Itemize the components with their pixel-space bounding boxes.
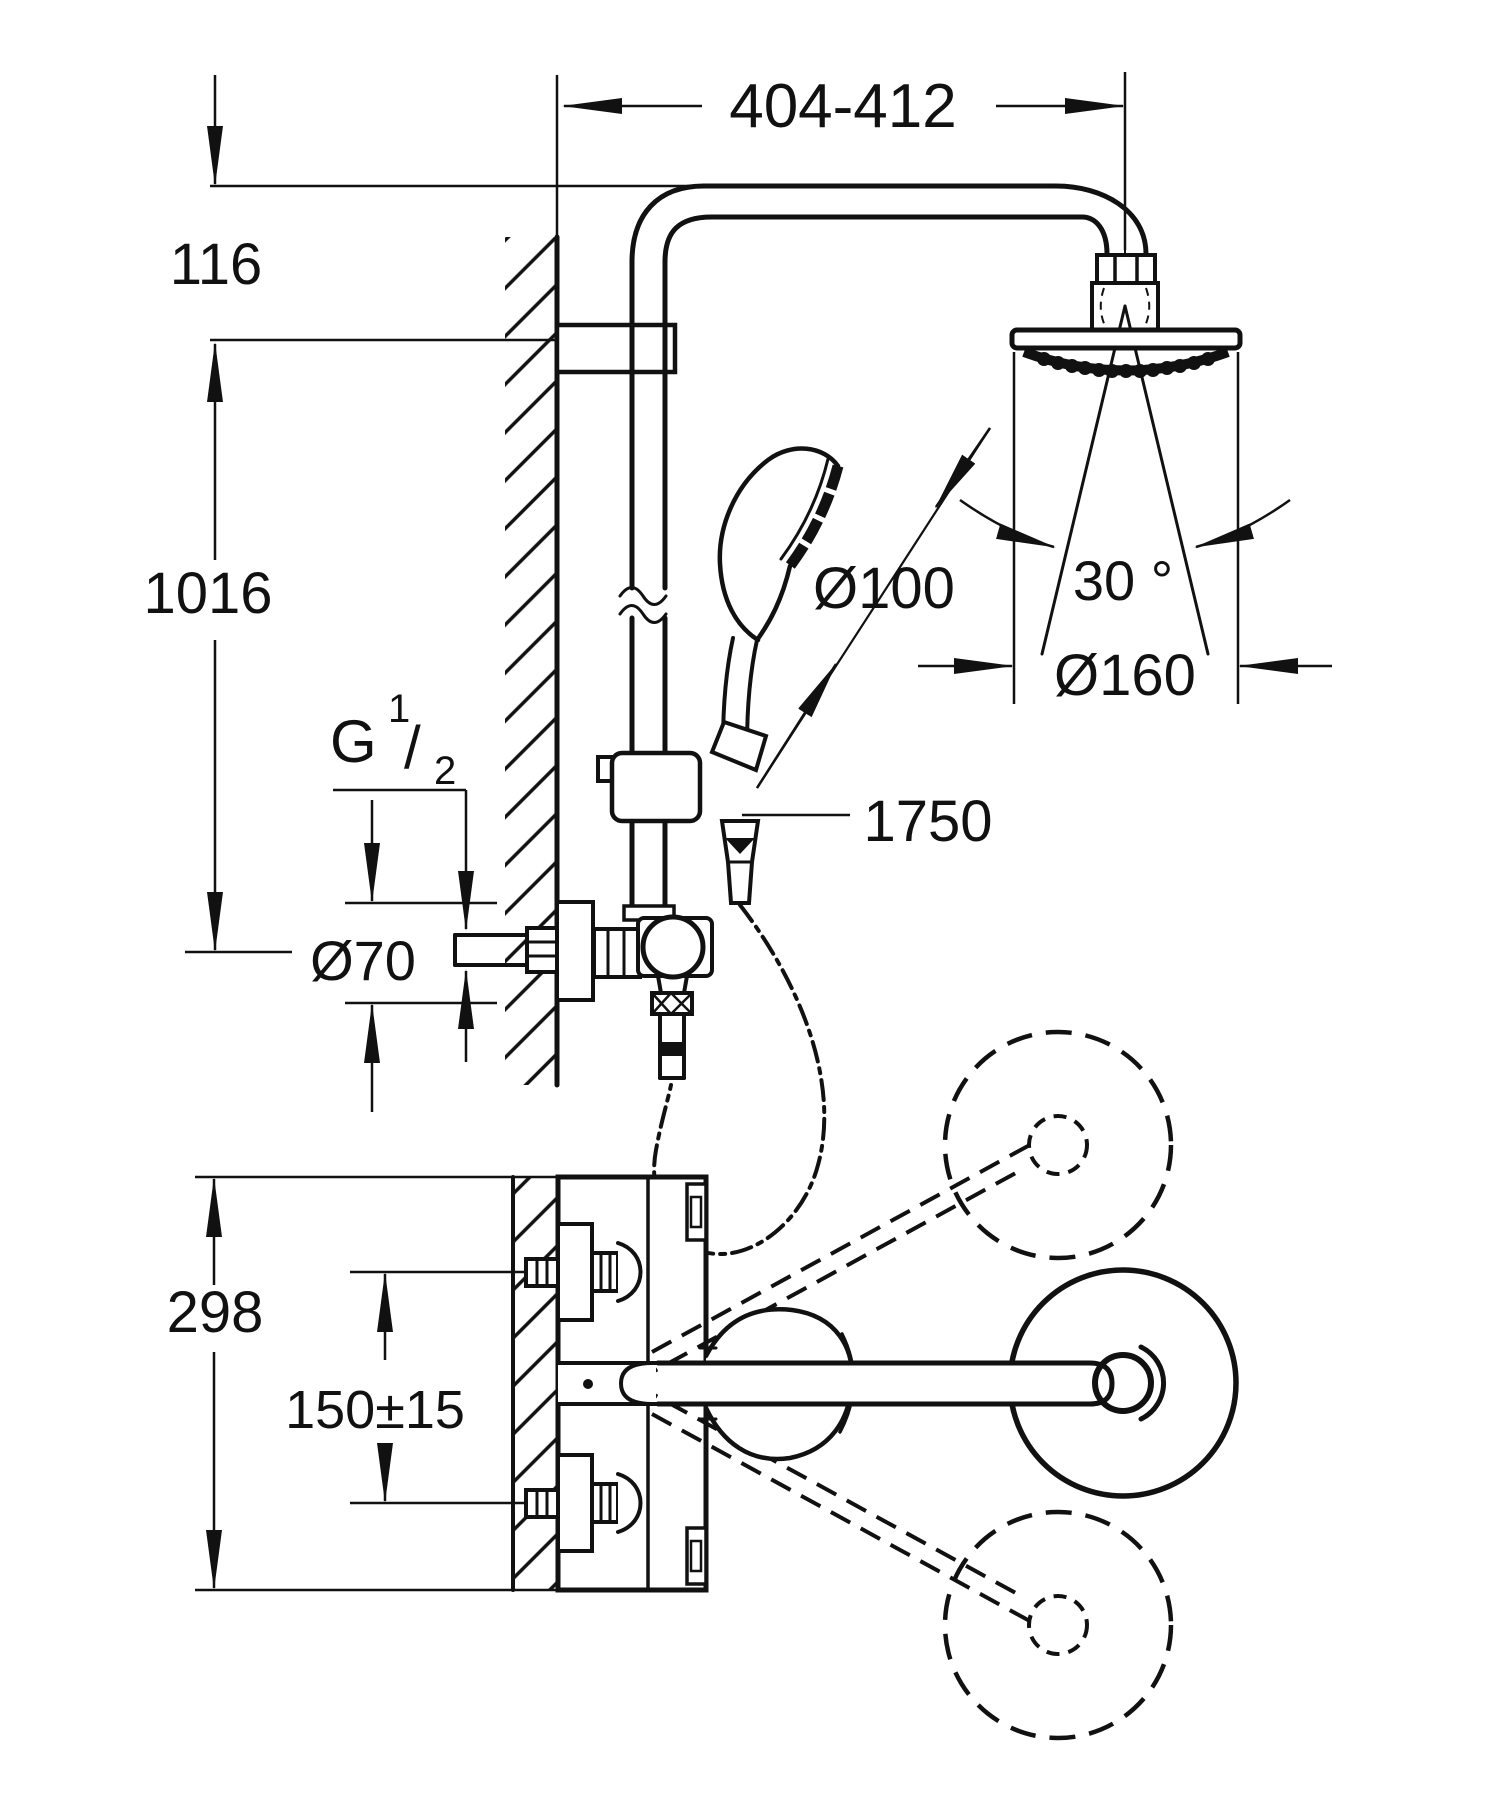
- shower-hose: [652, 903, 827, 1256]
- head-shower: [1009, 250, 1243, 656]
- spray-cone-right: [1123, 304, 1210, 656]
- dimension-hose-length: 1750: [742, 789, 993, 854]
- dimension-spray-angle: 30 °: [959, 498, 1291, 612]
- dimension-head-diameter: Ø160: [918, 352, 1332, 708]
- dimension-hand-diameter-label: Ø100: [813, 556, 955, 621]
- dimension-plate-height: 298: [167, 1175, 558, 1592]
- dimension-supply-spacing-label: 150±15: [285, 1380, 465, 1440]
- dimension-supply-spacing: 150±15: [285, 1270, 528, 1505]
- hand-shower-holder: [596, 719, 769, 905]
- dimension-hose-length-label: 1750: [863, 789, 992, 854]
- valve-assembly: [453, 900, 714, 1080]
- spray-cone-left: [1040, 304, 1127, 656]
- thread-label-slash: /: [404, 714, 421, 781]
- supply-connection-bottom: [524, 1453, 643, 1553]
- arm-ball-joint: [1092, 1352, 1154, 1414]
- rail-break-mark: [618, 604, 668, 624]
- dimension-plate-height-label: 298: [167, 1280, 264, 1345]
- head-shower-flange: [1009, 327, 1243, 351]
- hand-shower-face: [785, 464, 844, 570]
- dimension-escutcheon-label: Ø70: [310, 929, 416, 992]
- supply-hex: [525, 926, 559, 974]
- dimension-escutcheon: Ø70: [310, 800, 497, 1112]
- thread-label-g: G: [330, 708, 377, 775]
- dimension-arm-reach-label: 404-412: [729, 72, 957, 141]
- hand-shower: [717, 446, 844, 748]
- arm-mount-plan: [556, 1346, 718, 1421]
- dimension-arm-reach: 404-412: [562, 72, 1127, 250]
- dimension-rail-length: 1016: [143, 342, 292, 954]
- side-view: 404-412: [143, 72, 1332, 1256]
- dimension-rail-length-label: 1016: [143, 561, 272, 626]
- rail-wall-bracket: [554, 322, 678, 375]
- dimension-spray-angle-label: 30 °: [1073, 549, 1173, 612]
- thread-label-numerator: 1: [388, 687, 410, 731]
- union-nut: [592, 927, 642, 979]
- rail-break-mark: [618, 586, 668, 606]
- head-shower-nozzles: [1037, 352, 1215, 378]
- dimension-thread: G 1 / 2: [330, 687, 474, 1062]
- arm-phantom-positions: [637, 1029, 1174, 1741]
- head-shower-nut: [1095, 253, 1157, 285]
- dimension-head-diameter-label: Ø160: [1054, 643, 1196, 708]
- escutcheon: [555, 900, 595, 1002]
- phantom-head-bottom: [942, 1509, 1174, 1741]
- dimension-head-drop-label: 116: [170, 232, 262, 297]
- supply-connection-top: [524, 1222, 643, 1322]
- plan-view: 298 150±15: [167, 1029, 1239, 1741]
- thread-label-denominator: 2: [434, 749, 456, 793]
- dimension-head-drop: 116: [170, 75, 704, 342]
- valve-knob: [640, 914, 706, 980]
- phantom-head-top: [942, 1029, 1174, 1261]
- hose-connector: [650, 991, 694, 1016]
- shower-arm-plan: [655, 1267, 1239, 1499]
- dimension-hand-diameter: Ø100: [755, 427, 992, 789]
- wall-section-plan: [511, 1175, 560, 1592]
- wall-hatch-plan: [513, 1177, 558, 1590]
